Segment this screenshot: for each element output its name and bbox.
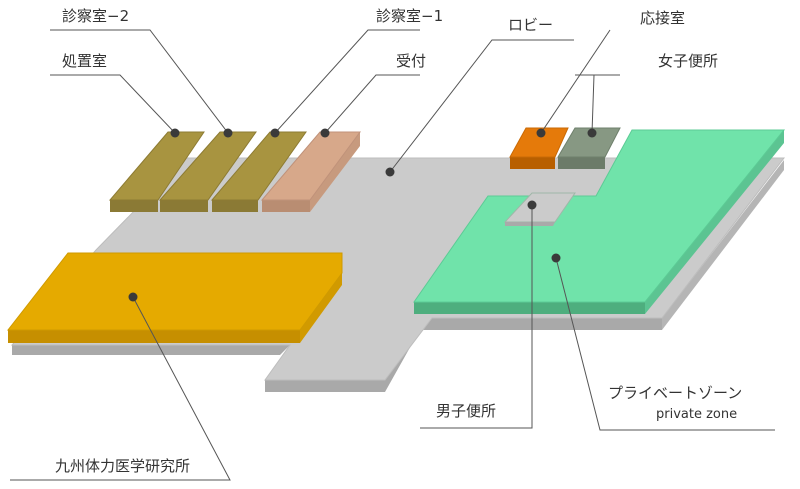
leader-lines [10, 29, 775, 481]
dot-private [551, 253, 561, 263]
dot-treatment [170, 128, 180, 138]
dot-exam-1 [270, 128, 280, 138]
private-zone-block [413, 129, 786, 314]
institute-block [6, 252, 343, 343]
label-institute: 九州体力医学研究所 [55, 457, 191, 475]
label-reception: 受付 [396, 52, 427, 70]
marker-dots [128, 128, 597, 302]
small-rooms [509, 127, 621, 169]
dot-womens [587, 128, 597, 138]
label-private-zone-en: private zone [656, 407, 738, 422]
label-lounge: 応接室 [640, 9, 686, 27]
dot-reception [320, 128, 330, 138]
dot-lobby [385, 167, 395, 177]
label-treatment-room: 処置室 [62, 52, 108, 70]
dot-mens [527, 200, 537, 210]
label-mens-restroom: 男子便所 [436, 402, 497, 420]
label-private-zone-jp: プライベートゾーン [608, 384, 743, 402]
dot-exam-2 [223, 128, 233, 138]
dot-lounge [536, 128, 546, 138]
label-womens-restroom: 女子便所 [658, 52, 719, 70]
label-exam-room-1: 診察室−1 [376, 7, 444, 25]
room-blocks [108, 131, 361, 212]
dot-institute [128, 292, 138, 302]
label-lobby: ロビー [508, 16, 554, 34]
label-exam-room-2: 診察室−2 [62, 7, 130, 25]
